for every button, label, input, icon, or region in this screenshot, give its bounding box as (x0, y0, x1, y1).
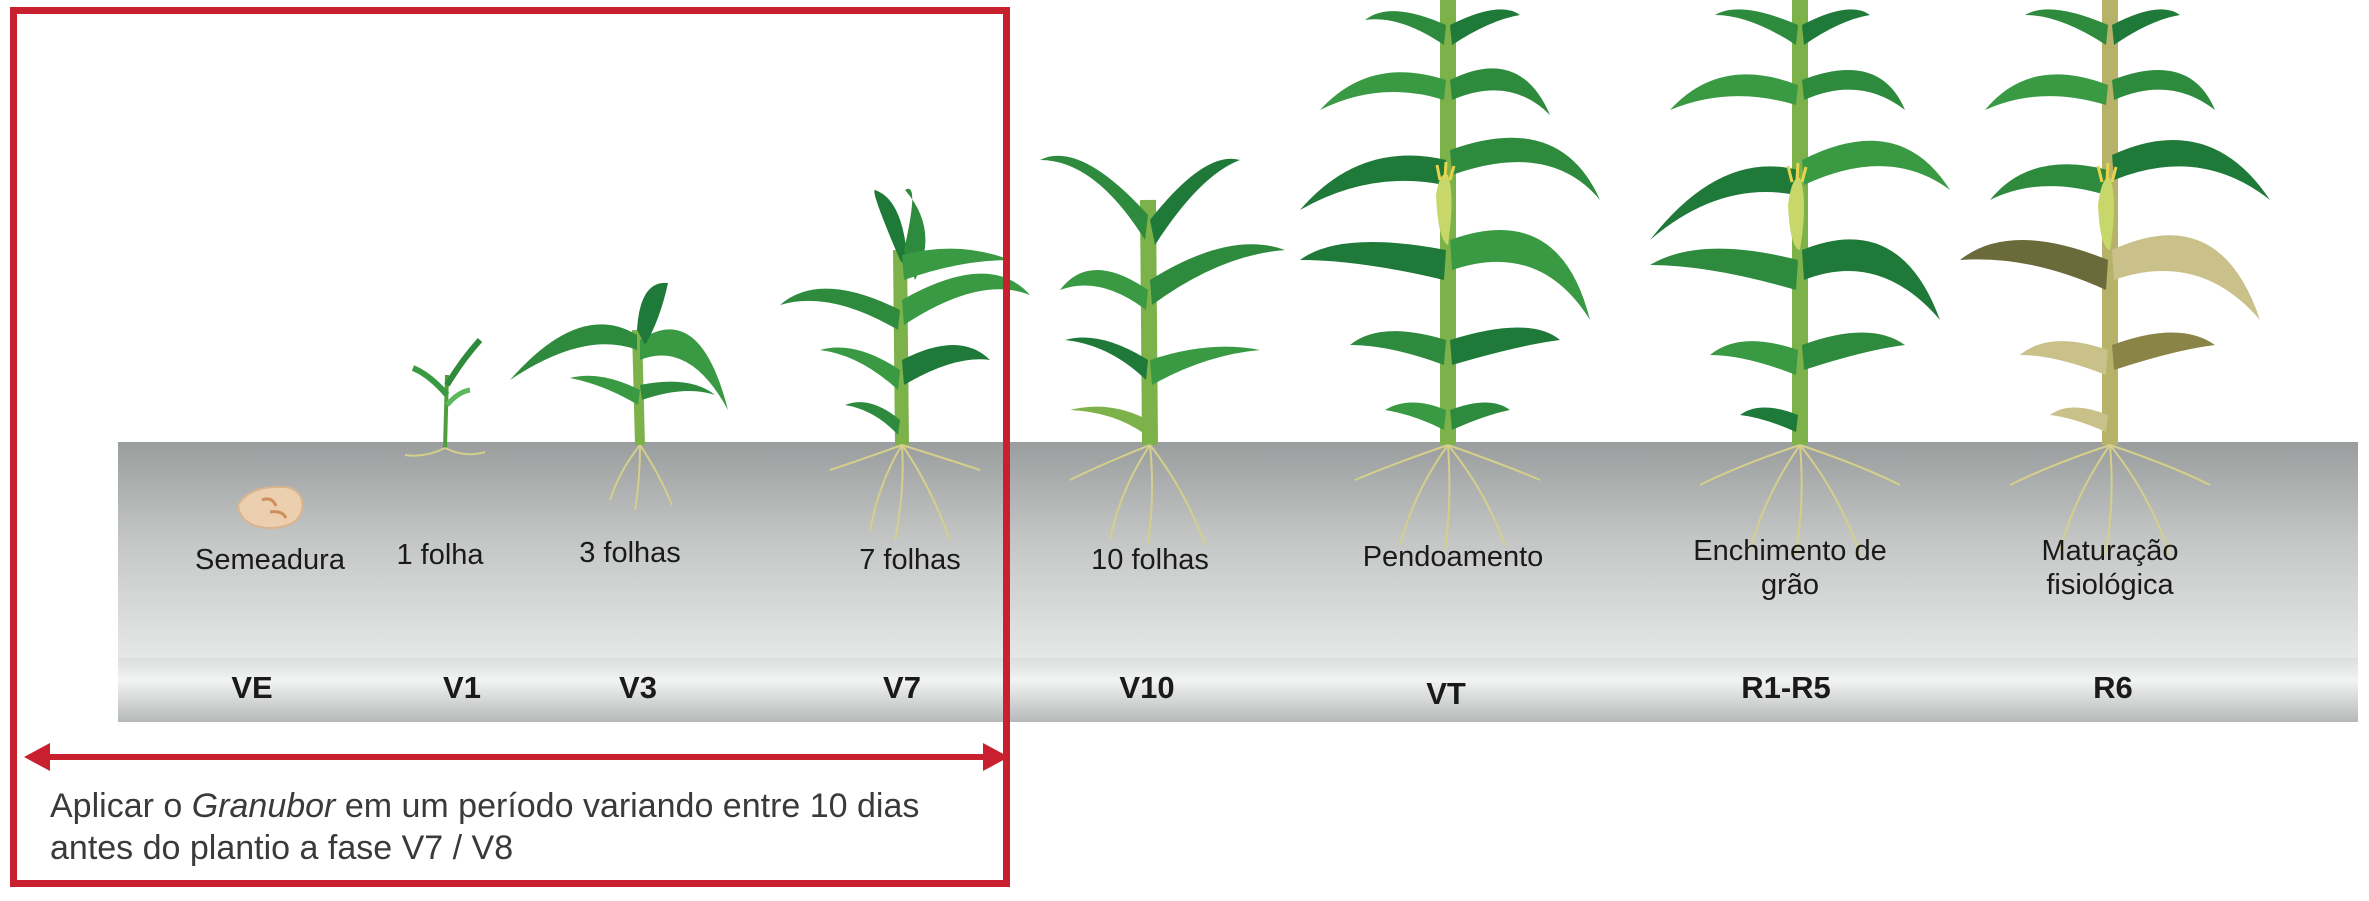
plant-r6-icon (1960, 0, 2270, 556)
stage-label-v1: 1 folha (396, 539, 484, 571)
plant-v7-icon (780, 188, 1030, 541)
stage-label-v7: 7 folhas (859, 544, 961, 576)
application-note: Aplicar o Granubor em um período variand… (50, 785, 1010, 869)
soil-band (118, 442, 2358, 658)
note-prefix: Aplicar o (50, 787, 192, 825)
stage-code-band (118, 658, 2358, 722)
double-arrow-icon (24, 743, 1009, 771)
application-note-line2: antes do plantio a fase V7 / V8 (50, 829, 514, 867)
stage-code-r6: R6 (2093, 670, 2133, 705)
seed-icon (236, 485, 304, 530)
product-name: Granubor (191, 787, 336, 825)
application-window-frame (10, 7, 1010, 887)
stage-code-v7: V7 (883, 670, 921, 705)
plant-v10-icon (1040, 155, 1285, 546)
stage-code-v10: V10 (1119, 670, 1175, 705)
stage-label-r6: Maturação fisiológica (2010, 534, 2210, 602)
stage-label-r1-r5: Enchimento de grão (1680, 534, 1900, 602)
note-suffix: em um período variando entre 10 dias (335, 787, 920, 825)
plant-r1-r5-icon (1650, 0, 1950, 556)
stage-label-r1-r5-line1: Enchimento de (1693, 535, 1887, 567)
stage-code-ve: VE (231, 670, 273, 705)
stage-code-v3: V3 (619, 670, 657, 705)
stage-label-v3: 3 folhas (579, 537, 681, 569)
plant-vt-icon (1300, 0, 1600, 551)
stage-label-semeadura: Semeadura (195, 544, 345, 576)
plant-v1-icon (404, 337, 486, 457)
stage-code-vt: VT (1426, 676, 1466, 711)
stage-label-r6-line2: fisiológica (2046, 569, 2174, 601)
stage-label-vt: Pendoamento (1362, 541, 1544, 573)
application-note-line1: Aplicar o Granubor em um período variand… (50, 785, 1010, 827)
stage-label-v10: 10 folhas (1091, 544, 1209, 576)
stage-label-r6-line1: Maturação (2041, 535, 2179, 567)
stage-code-r1-r5: R1-R5 (1741, 670, 1831, 705)
plant-v3-icon (510, 282, 728, 511)
stage-label-r1-r5-line2: grão (1760, 569, 1820, 601)
stage-code-v1: V1 (443, 670, 481, 705)
